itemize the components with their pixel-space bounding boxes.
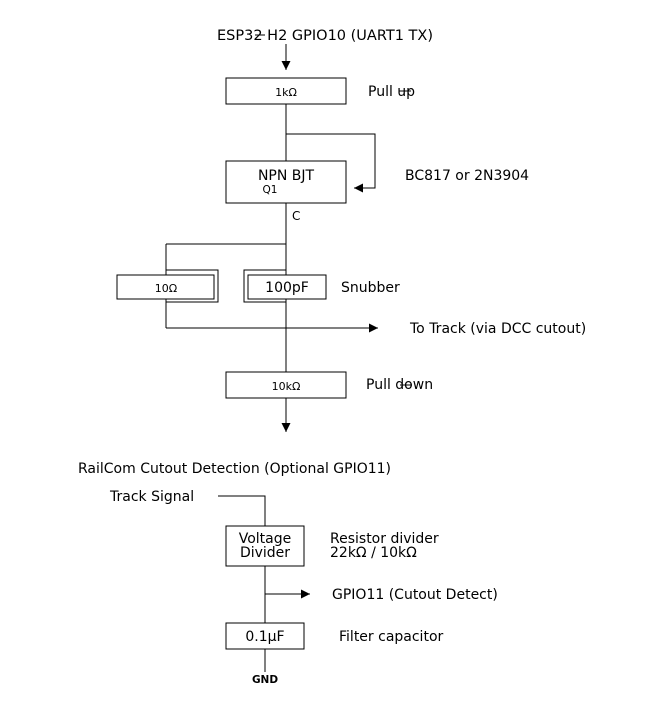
snubber-resistor-box [116,274,215,300]
bjt-base-loop-wire [286,133,376,193]
bjt-name: NPN BJT [258,168,315,184]
gpio11-label: GPIO11 (Cutout Detect) [332,587,498,603]
track-output-label: To Track (via DCC cutout) [409,321,586,337]
voltage-divider-line1: Voltage [239,531,292,547]
source-label: ESP32 H2 GPIO10 (UART1 TX) [217,28,433,44]
snubber-capacitor-box [247,274,327,300]
gnd-label: GND [252,674,278,686]
filter-capacitor-value: 0.1µF [245,629,284,645]
collector-label: C [292,209,300,223]
pullup-label: Pull up [368,84,415,100]
pulldown-resistor-box [225,371,347,399]
filter-capacitor-label: Filter capacitor [339,629,444,645]
pullup-resistor-value: 1kΩ [275,86,297,99]
filter-capacitor-box [225,622,305,650]
track-signal-wire [218,495,266,526]
track-signal-label: Track Signal [109,489,194,505]
divider-note-line1: Resistor divider [330,531,439,547]
bjt-ref: Q1 [263,184,278,196]
pulldown-label: Pull down [366,377,433,393]
pullup-resistor-box [225,77,347,105]
snubber-resistor-value: 10Ω [155,282,177,295]
snubber-label: Snubber [341,280,400,296]
pulldown-resistor-value: 10kΩ [272,380,301,393]
bjt-part-label: BC817 or 2N3904 [405,168,529,184]
railcom-title: RailCom Cutout Detection (Optional GPIO1… [78,461,391,477]
voltage-divider-line2: Divider [240,545,290,561]
voltage-divider-box [225,525,305,567]
snubber-capacitor-value: 100pF [265,280,309,296]
divider-note-line2: 22kΩ / 10kΩ [330,545,417,561]
